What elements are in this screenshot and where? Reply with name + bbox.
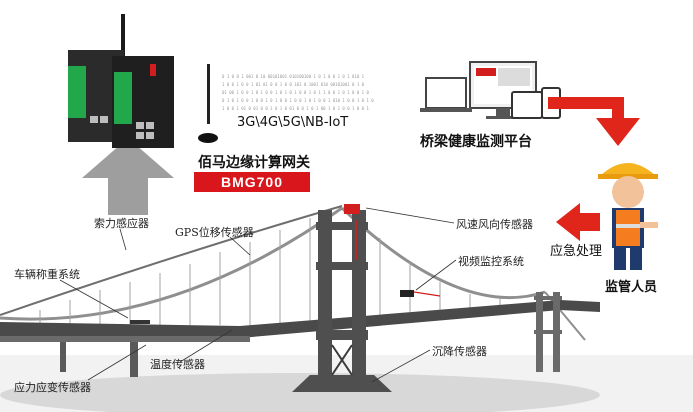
- svg-text:1 0 0 1 01 0 01 0 0 1 0 1 0 01: 1 0 0 1 01 0 01 0 0 1 0 1 0 01 0 0 1 0 1…: [222, 106, 369, 111]
- sensor-temperature: 温度传感器: [150, 358, 205, 371]
- upload-arrow: [82, 138, 174, 215]
- gateway-device-image: [68, 14, 218, 148]
- platform-to-personnel-arrow: [548, 97, 640, 146]
- worker-figure: [598, 163, 658, 270]
- data-stream: 0 1 0 0 1 001 0 10 00101001 010100100 1 …: [222, 74, 374, 111]
- bridge-illustration: [0, 204, 693, 412]
- sensor-strain: 应力应变传感器: [14, 381, 91, 394]
- platform-screens-image: [420, 61, 561, 119]
- personnel-role: 监管人员: [605, 280, 658, 295]
- gateway-model-badge: BMG700: [194, 172, 310, 192]
- sensor-gps: GPS位移传感器: [175, 226, 254, 239]
- emergency-action-label: 应急处理: [550, 244, 603, 259]
- sensor-settlement: 沉降传感器: [432, 345, 487, 358]
- emergency-arrow: [556, 203, 600, 241]
- svg-text:0 1 0 1 0 0 1 0 0 1 0 1 0 0 1: 0 1 0 1 0 0 1 0 0 1 0 1 0 0 1 0 0 1 0 1 …: [222, 98, 374, 103]
- sensor-vehicle-weigh: 车辆称重系统: [14, 268, 80, 281]
- svg-text:1 0 0 1 0 0 1 01 01 0 0 1 0 0: 1 0 0 1 0 0 1 01 01 0 0 1 0 0 101 0 1001…: [222, 82, 365, 87]
- svg-text:0 1 0 0 1 001 0 10 00101001 01: 0 1 0 0 1 001 0 10 00101001 010100100 1 …: [222, 74, 365, 79]
- svg-text:01 00 1 0 0 1 0 1 0 0 1 0 1 0: 01 00 1 0 0 1 0 1 0 0 1 0 1 0 1 0 0 1 0 …: [222, 90, 369, 95]
- sensor-cable-force: 索力感应器: [94, 217, 149, 230]
- network-label: 3G\4G\5G\NB-IoT: [237, 115, 349, 130]
- sensor-video: 视频监控系统: [458, 255, 524, 268]
- platform-name: 桥梁健康监测平台: [420, 134, 532, 150]
- sensor-wind: 风速风向传感器: [456, 218, 533, 231]
- gateway-name: 佰马边缘计算网关: [198, 155, 310, 171]
